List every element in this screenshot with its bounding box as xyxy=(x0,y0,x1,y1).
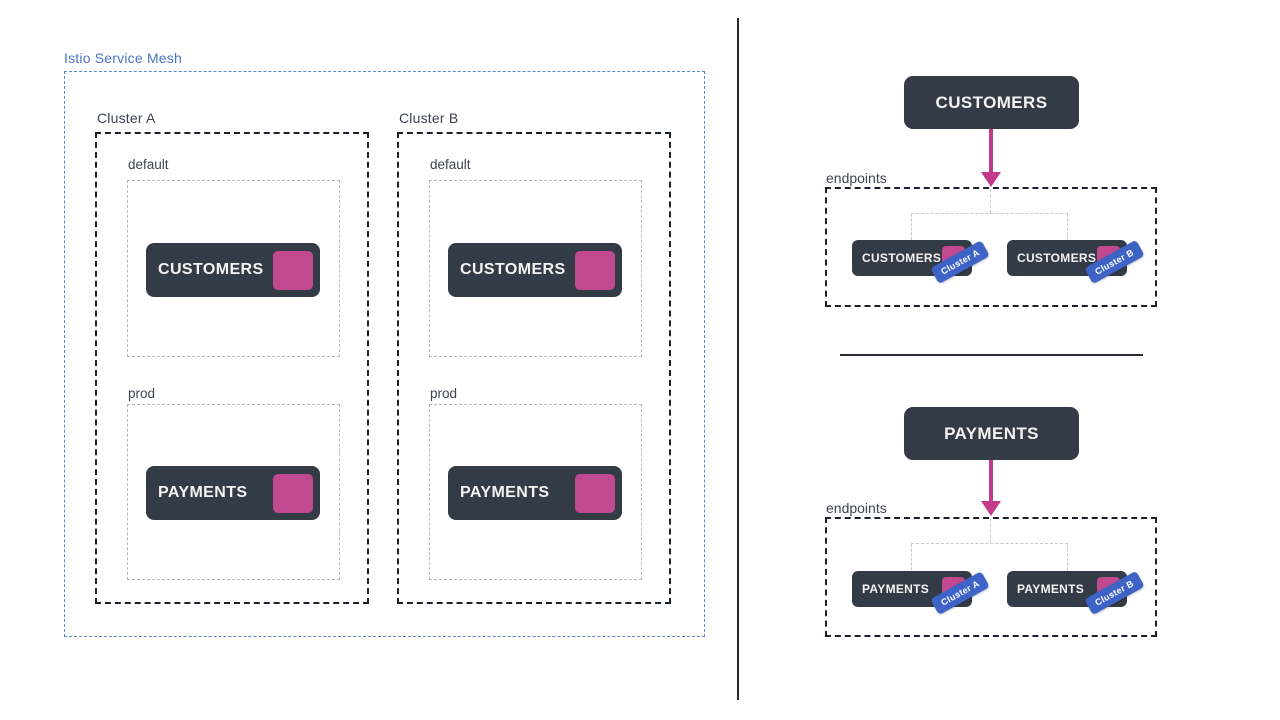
connector-line xyxy=(990,519,991,543)
cluster-a-box xyxy=(95,132,369,604)
service-label: CUSTOMERS xyxy=(158,261,264,278)
vertical-divider xyxy=(737,18,739,700)
payments-service-node: PAYMENTS xyxy=(904,407,1079,460)
sidecar-proxy-icon xyxy=(575,473,615,513)
service-title: PAYMENTS xyxy=(944,423,1039,443)
endpoint-label: CUSTOMERS xyxy=(1017,251,1097,265)
endpoints-box-payments xyxy=(825,517,1157,637)
endpoints-label-payments: endpoints xyxy=(826,500,887,516)
mesh-boundary-box xyxy=(64,71,705,637)
connector-line xyxy=(990,189,991,213)
connector-line xyxy=(911,213,1068,214)
endpoint-customers-cluster-a: CUSTOMERS Cluster A xyxy=(852,239,990,285)
mesh-title: Istio Service Mesh xyxy=(64,50,182,66)
service-customers-cluster-b: CUSTOMERS xyxy=(448,243,622,297)
sidecar-proxy-icon xyxy=(273,473,313,513)
endpoint-label: PAYMENTS xyxy=(862,582,930,596)
connector-line xyxy=(911,543,1068,544)
arrow-down-icon xyxy=(981,501,1001,516)
connector-line xyxy=(911,214,912,240)
section-separator xyxy=(840,354,1143,356)
arrow-down-icon xyxy=(981,172,1001,187)
arrow-shaft xyxy=(989,129,993,174)
namespace-prod-a-label: prod xyxy=(128,386,156,401)
service-customers-cluster-a: CUSTOMERS xyxy=(146,243,320,297)
cluster-a-label: Cluster A xyxy=(97,110,156,126)
service-title: CUSTOMERS xyxy=(935,92,1048,112)
service-label: PAYMENTS xyxy=(158,484,248,501)
connector-line xyxy=(1067,214,1068,240)
endpoint-payments-cluster-a: PAYMENTS Cluster A xyxy=(852,570,990,616)
endpoint-customers-cluster-b: CUSTOMERS Cluster B xyxy=(1007,239,1145,285)
connector-line xyxy=(1067,544,1068,570)
customers-service-node: CUSTOMERS xyxy=(904,76,1079,129)
endpoint-label: CUSTOMERS xyxy=(862,251,942,265)
namespace-default-a-label: default xyxy=(128,157,169,172)
sidecar-proxy-icon xyxy=(273,250,313,290)
cluster-b-label: Cluster B xyxy=(399,110,459,126)
endpoint-label: PAYMENTS xyxy=(1017,582,1085,596)
namespace-default-b-box xyxy=(429,180,642,357)
service-label: CUSTOMERS xyxy=(460,261,566,278)
namespace-prod-b-label: prod xyxy=(430,386,458,401)
connector-line xyxy=(911,544,912,570)
sidecar-proxy-icon xyxy=(575,250,615,290)
namespace-prod-a-box xyxy=(127,404,340,580)
namespace-default-b-label: default xyxy=(430,157,471,172)
endpoints-box-customers xyxy=(825,187,1157,307)
namespace-prod-b-box xyxy=(429,404,642,580)
arrow-shaft xyxy=(989,460,993,503)
namespace-default-a-box xyxy=(127,180,340,357)
endpoints-label-customers: endpoints xyxy=(826,170,887,186)
cluster-b-box xyxy=(397,132,671,604)
service-label: PAYMENTS xyxy=(460,484,550,501)
service-payments-cluster-b: PAYMENTS xyxy=(448,466,622,520)
service-payments-cluster-a: PAYMENTS xyxy=(146,466,320,520)
endpoint-payments-cluster-b: PAYMENTS Cluster B xyxy=(1007,570,1145,616)
